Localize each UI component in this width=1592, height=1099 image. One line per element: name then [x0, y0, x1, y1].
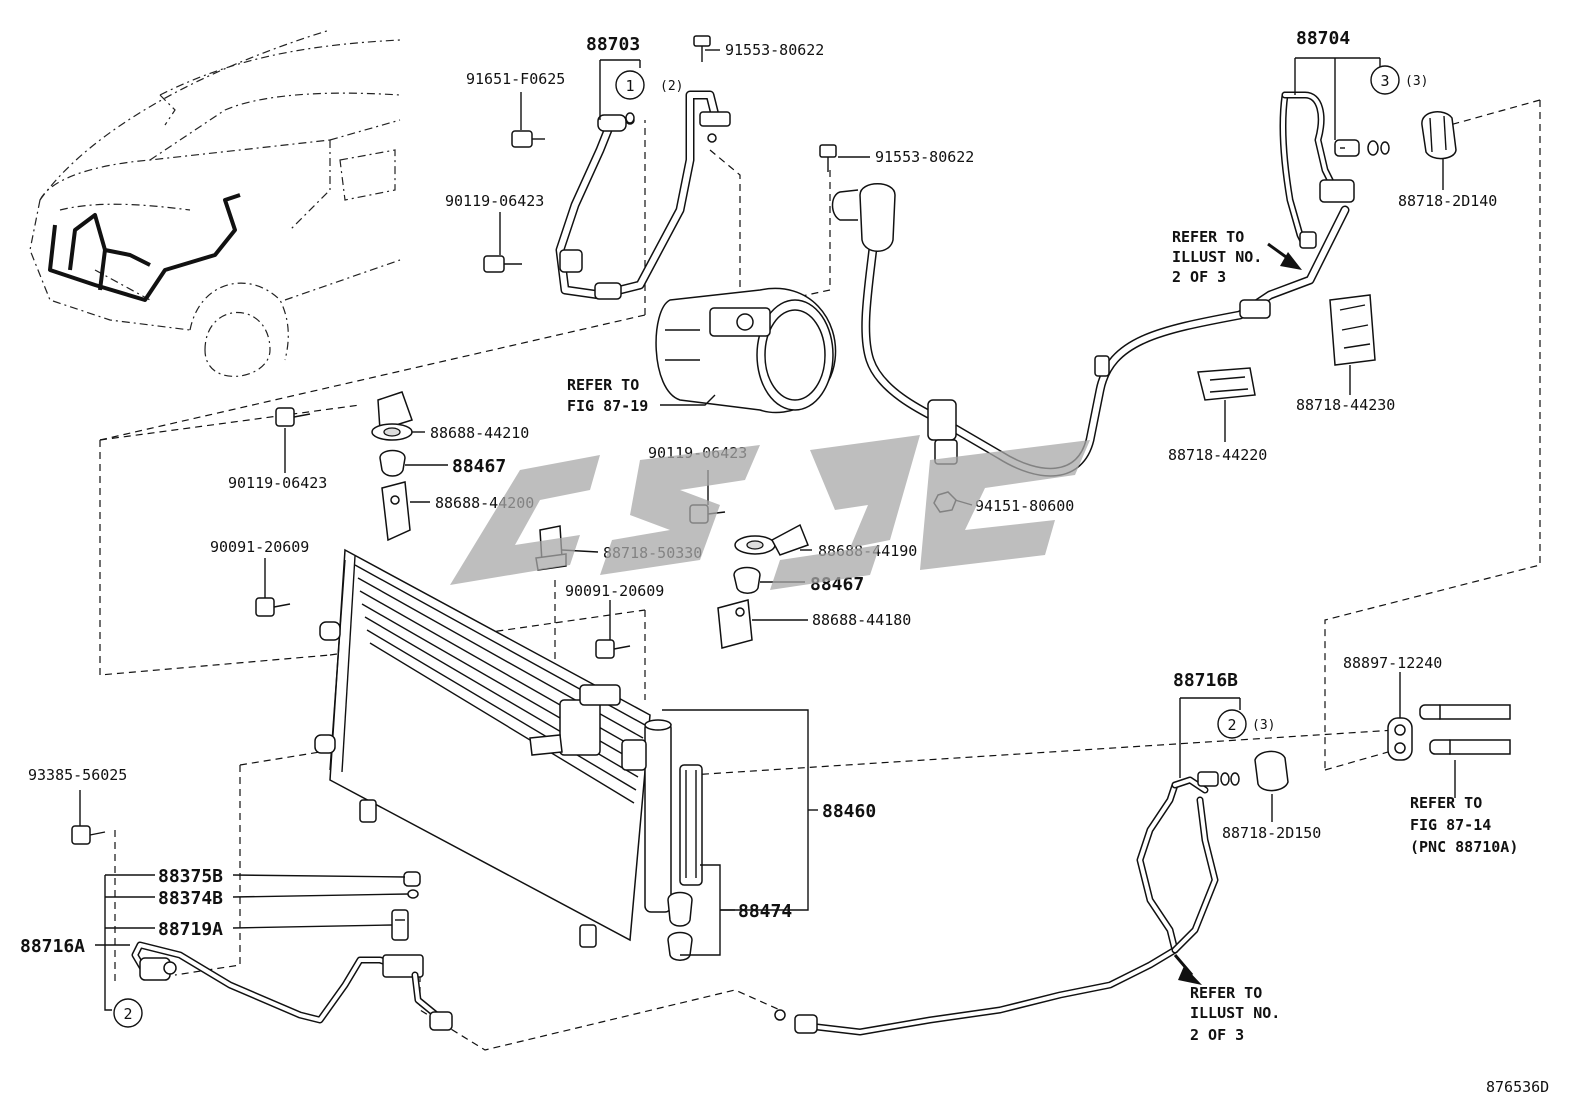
figure-id: 876536D — [1486, 1078, 1549, 1096]
callout-3: 3 (3) — [1370, 65, 1428, 95]
label-90091-20609-left: 90091-20609 — [210, 538, 309, 556]
label-91553-80622-top: 91553-80622 — [725, 41, 824, 59]
note-refer-illust-bottom: REFER TO ILLUST NO. 2 OF 3 — [1190, 984, 1280, 1044]
svg-text:(2): (2) — [660, 79, 683, 94]
label-88703: 88703 — [586, 34, 640, 55]
oring-88374b — [407, 889, 419, 899]
cap-88718-2d140 — [1421, 111, 1457, 160]
label-91651-f0625: 91651-F0625 — [466, 70, 565, 88]
leader-lines — [79, 49, 1456, 1011]
note-refer-illust-top: REFER TO ILLUST NO. 2 OF 3 — [1172, 228, 1262, 286]
bolt-91553-mid — [819, 144, 837, 172]
svg-text:(3): (3) — [1405, 74, 1428, 89]
label-88460: 88460 — [822, 801, 876, 822]
svg-text:2 OF 3: 2 OF 3 — [1172, 268, 1226, 286]
label-88718-2d150: 88718-2D150 — [1222, 824, 1321, 842]
arrow-upper-right — [1267, 242, 1302, 270]
svg-text:REFER TO: REFER TO — [567, 376, 639, 394]
hose-fitting-upper — [597, 114, 627, 132]
svg-text:REFER TO: REFER TO — [1410, 794, 1482, 812]
label-88688-44180: 88688-44180 — [812, 611, 911, 629]
grommet-88467-upper — [379, 449, 406, 477]
svg-text:2: 2 — [1227, 716, 1236, 734]
bolt-93385-56025 — [71, 825, 106, 845]
desiccant-88474 — [667, 764, 703, 961]
label-93385-56025: 93385-56025 — [28, 766, 127, 784]
bolt-91553-top — [693, 35, 711, 62]
svg-text:2: 2 — [123, 1005, 132, 1023]
clamp-88718-44230 — [1329, 294, 1376, 366]
svg-text:1: 1 — [625, 77, 634, 95]
svg-text:3: 3 — [1380, 72, 1389, 90]
label-88374b: 88374B — [158, 888, 223, 909]
discharge-hose-88703 — [555, 90, 731, 300]
svg-text:2 OF 3: 2 OF 3 — [1190, 1026, 1244, 1044]
label-90119-06423-left: 90119-06423 — [228, 474, 327, 492]
label-88467-upper: 88467 — [452, 456, 506, 477]
label-94151-80600: 94151-80600 — [975, 497, 1074, 515]
bracket-88688-44180 — [717, 599, 753, 649]
bolt-90091-center — [595, 639, 631, 659]
bolt-90119-left — [275, 407, 311, 427]
svg-text:FIG 87-19: FIG 87-19 — [567, 397, 648, 415]
note-refer-fig8719: REFER TO FIG 87-19 — [567, 376, 716, 415]
liquid-pipe-88716b — [774, 771, 1240, 1036]
svg-text:REFER TO: REFER TO — [1190, 984, 1262, 1002]
pipe-ends-fig8714 — [1419, 704, 1511, 755]
bracket-88688-44210 — [371, 391, 413, 441]
svg-text:FIG 87-14: FIG 87-14 — [1410, 816, 1491, 834]
cap-88718-2d150 — [1254, 750, 1289, 792]
svg-text:ILLUST NO.: ILLUST NO. — [1172, 248, 1262, 266]
label-88718-44220: 88718-44220 — [1168, 446, 1267, 464]
label-88897-12240: 88897-12240 — [1343, 654, 1442, 672]
note-refer-fig8714: REFER TO FIG 87-14 (PNC 88710A) — [1410, 794, 1518, 856]
label-90091-20609-center: 90091-20609 — [565, 582, 664, 600]
compressor — [655, 287, 837, 414]
bracket-88688-44200 — [381, 481, 411, 542]
svg-text:ILLUST NO.: ILLUST NO. — [1190, 1004, 1280, 1022]
liquid-pipe-88716a — [131, 941, 453, 1031]
part-labels: 88703 91651-F0625 91553-80622 91553-8062… — [20, 28, 1497, 957]
bracket-88688-44190 — [734, 523, 809, 556]
pressure-switch-88719a — [391, 909, 409, 941]
svg-text:(PNC 88710A): (PNC 88710A) — [1410, 838, 1518, 856]
clamp-88718-44220 — [1197, 367, 1256, 401]
vehicle-locator-illustration — [29, 29, 401, 377]
label-91553-80622-mid: 91553-80622 — [875, 148, 974, 166]
svg-text:REFER TO: REFER TO — [1172, 228, 1244, 246]
bolt-90091-left — [255, 597, 291, 617]
bolt-91651 — [511, 130, 545, 148]
label-88716a: 88716A — [20, 936, 85, 957]
suction-hose-assembly — [831, 183, 1350, 477]
label-88716b: 88716B — [1173, 670, 1238, 691]
callout-1: 1 (2) — [615, 70, 683, 124]
label-88474: 88474 — [738, 901, 792, 922]
seal-88897-12240 — [1387, 717, 1413, 761]
label-88718-44230: 88718-44230 — [1296, 396, 1395, 414]
callout-2-left: 2 — [113, 998, 143, 1028]
label-88375b: 88375B — [158, 866, 223, 887]
condenser-88460 — [314, 548, 651, 948]
label-88704: 88704 — [1296, 28, 1350, 49]
label-88719a: 88719A — [158, 919, 223, 940]
grommet-88467-lower — [733, 566, 761, 594]
liquid-pipe-88704 — [1279, 91, 1390, 249]
watermark-logo — [450, 435, 1090, 590]
callout-2-right: 2 (3) — [1217, 709, 1275, 739]
label-88718-2d140: 88718-2D140 — [1398, 192, 1497, 210]
receiver-dryer — [621, 719, 672, 913]
arrow-lower-right — [1173, 954, 1202, 985]
reference-lines — [99, 99, 1541, 1051]
cap-88375b — [403, 871, 421, 887]
label-88688-44210: 88688-44210 — [430, 424, 529, 442]
svg-text:(3): (3) — [1252, 718, 1275, 733]
bolt-90119-upper — [483, 255, 522, 273]
label-90119-06423-upper: 90119-06423 — [445, 192, 544, 210]
hose-fitting-bracket — [699, 111, 731, 127]
